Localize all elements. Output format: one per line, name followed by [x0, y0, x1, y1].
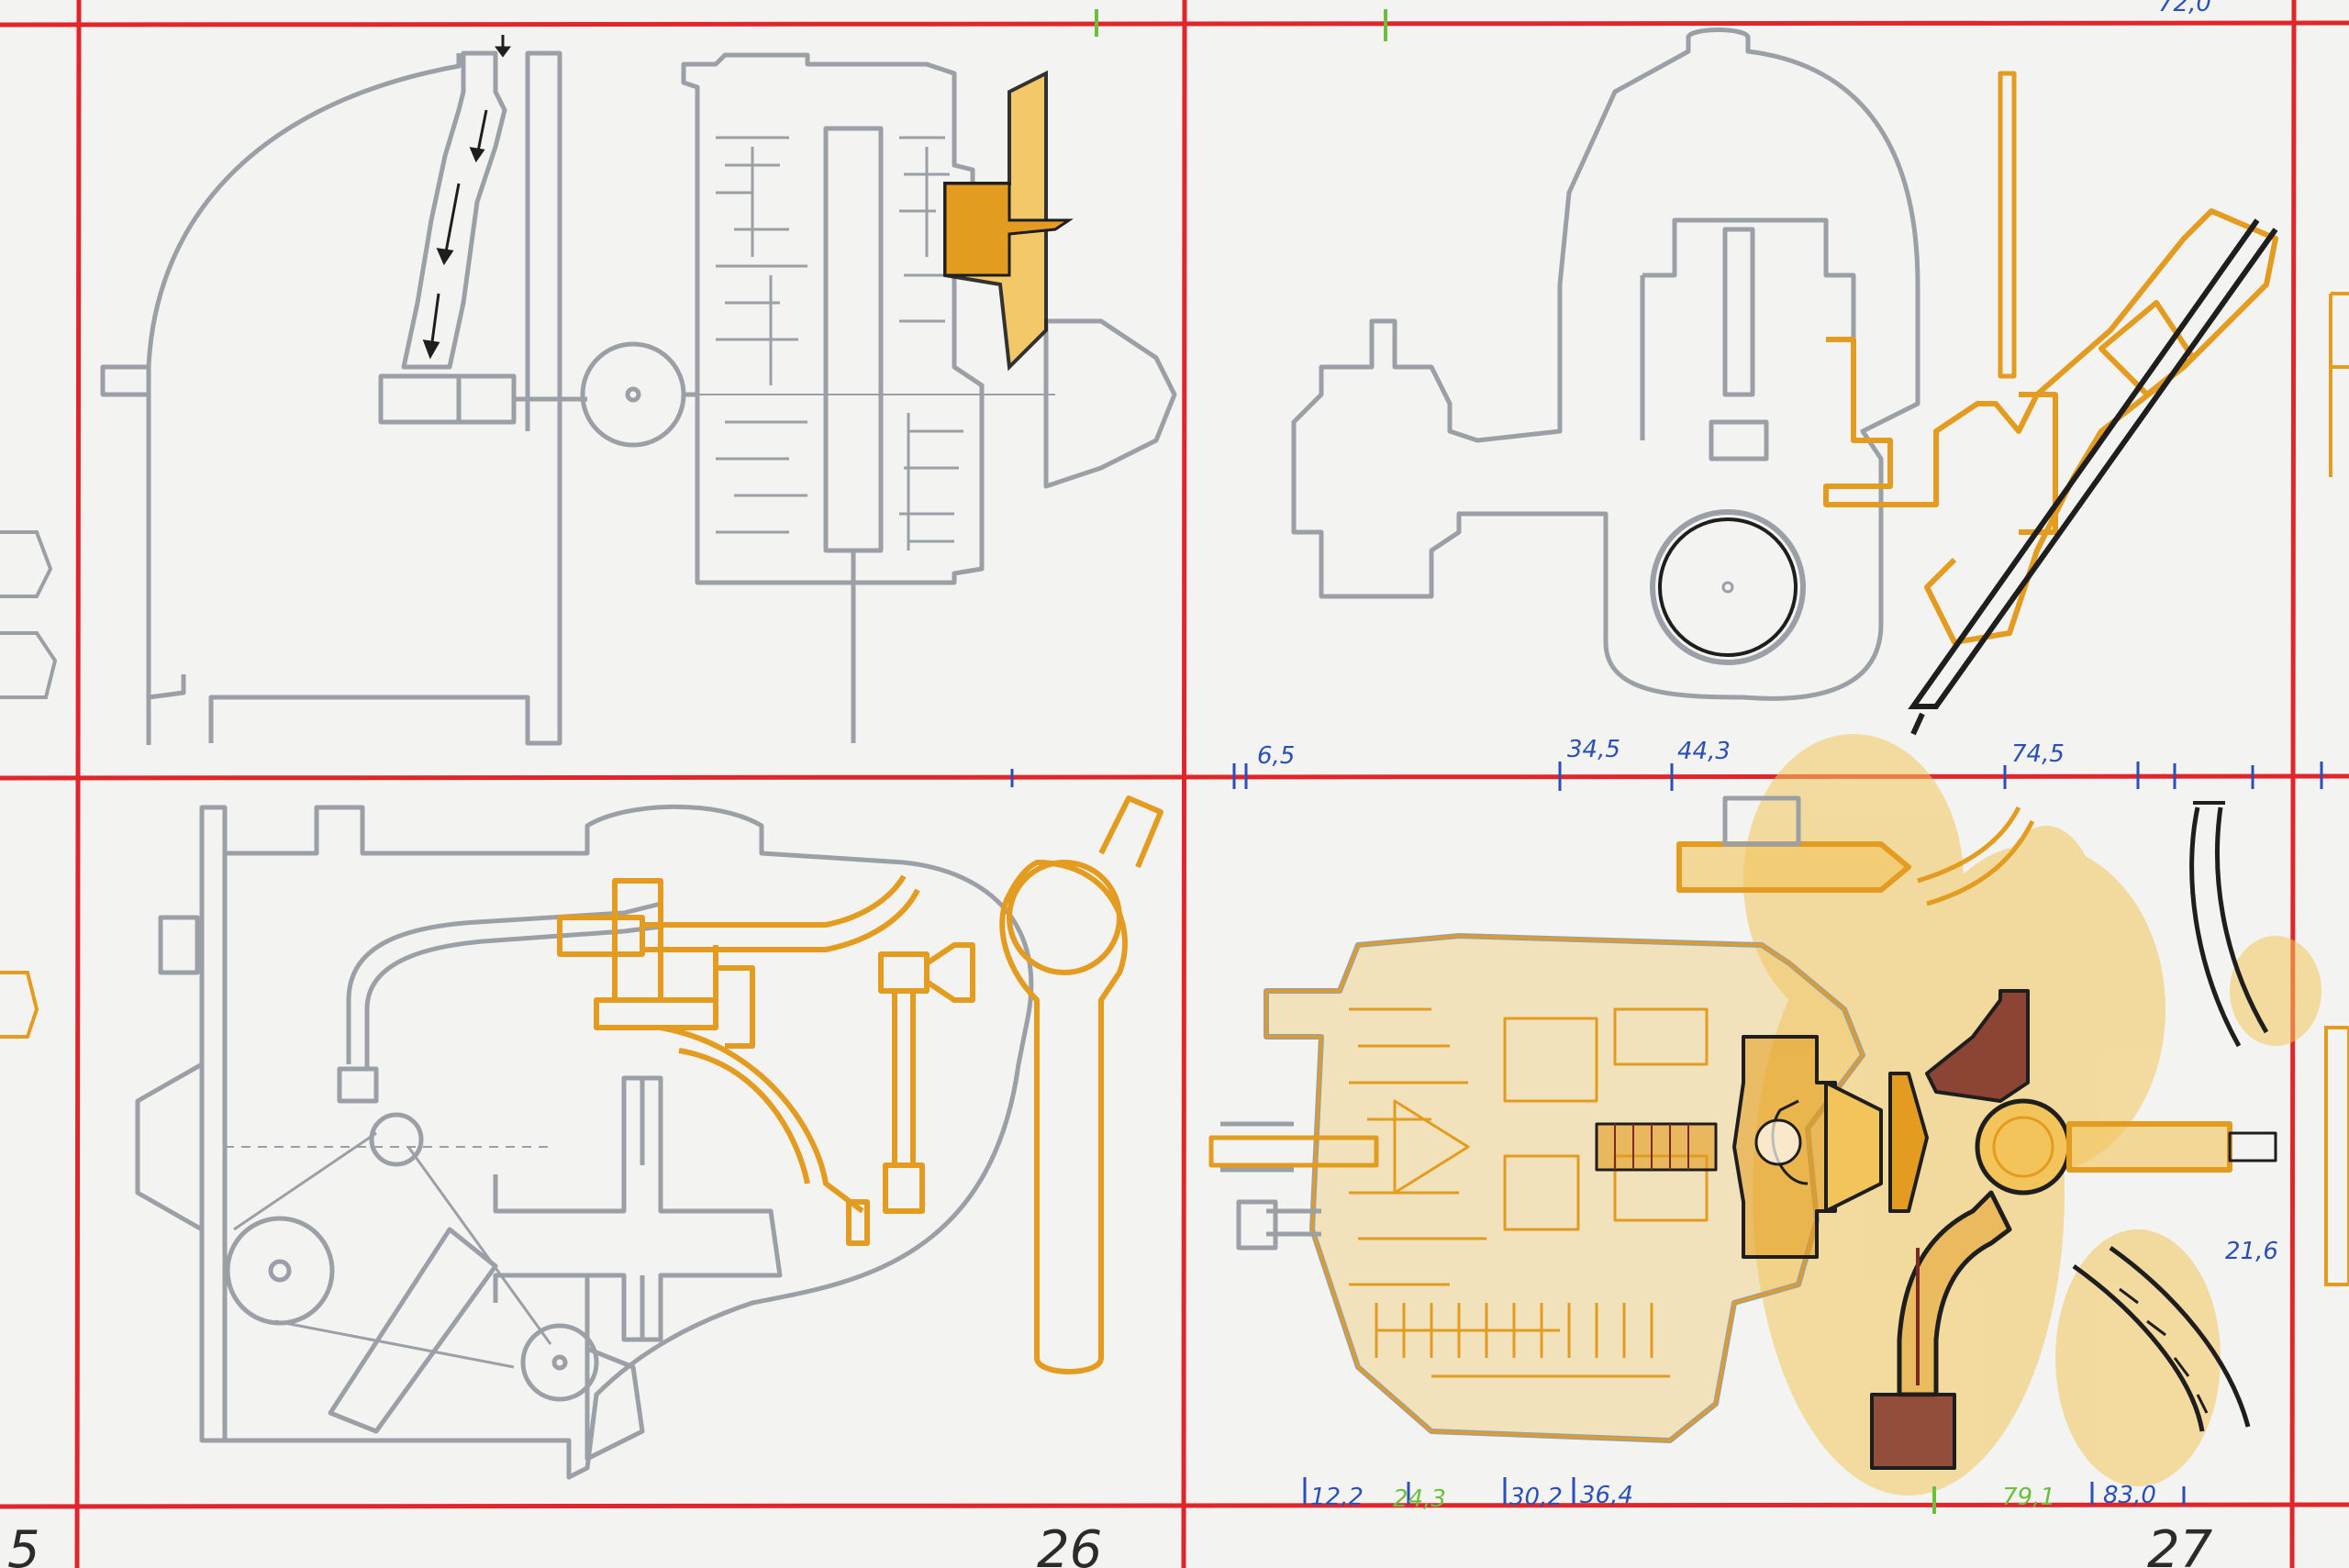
highlighted-valve-part: [943, 70, 1074, 372]
dimension-6-5: 6,5: [1257, 742, 1295, 770]
dimension-30-2: 30,2: [1509, 1484, 1563, 1511]
panel-bottom-right-engine: [1208, 795, 2277, 1470]
orange-pump-assembly: [1823, 71, 2278, 645]
dimension-24-3: 24,3: [1393, 1485, 1446, 1513]
orange-manifold-assembly: [557, 795, 1163, 1374]
dimension-12-2: 12,2: [1310, 1484, 1364, 1511]
green-tick-marks: [1095, 9, 1936, 1514]
page-numbers: 5 26 27: [7, 1520, 2213, 1568]
panel-bottom-left-drawing: [135, 804, 1034, 1480]
adjacent-sheet-fragments: [0, 292, 2349, 1286]
page-number-right: 27: [2147, 1520, 2213, 1568]
dimension-labels: 6,5 34,5 44,3 74,5 12,2 24,3 30,2 36,4 7…: [1257, 0, 2278, 1513]
black-piston-rod: [1908, 218, 2278, 736]
panel-top-left-drawing: [100, 50, 1177, 746]
dimension-79-1: 79,1: [2002, 1484, 2055, 1511]
panel-top-right-drawing: [1291, 28, 1920, 701]
dimension-36-4: 36,4: [1580, 1482, 1633, 1509]
flow-arrows-duct: [422, 35, 511, 360]
dimension-44-3: 44,3: [1677, 738, 1731, 765]
dimension-83-0: 83,0: [2103, 1482, 2156, 1509]
dimension-34-5: 34,5: [1567, 736, 1620, 763]
page-number-center: 26: [1037, 1520, 1102, 1568]
tick-mark-icon: [1010, 762, 2323, 1505]
dimension-74-5: 74,5: [2011, 740, 2065, 768]
page-number-left: 5: [7, 1520, 40, 1568]
flywheel-circle: [1650, 509, 1806, 665]
dimension-top-right: 72,0: [2158, 0, 2211, 17]
dimension-21-6: 21,6: [2225, 1238, 2278, 1265]
